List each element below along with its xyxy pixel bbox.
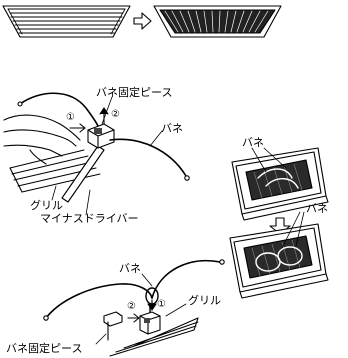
install-spring-figure <box>43 259 225 357</box>
step-one-top: ① <box>66 112 75 123</box>
step-one-bottom: ① <box>157 299 166 310</box>
leader-lines-bottom <box>95 273 187 345</box>
step-arrows-bottom <box>127 299 157 323</box>
step-two-bottom: ② <box>127 301 136 312</box>
label-spring-bottom: バネ <box>119 262 141 275</box>
label-spring-right-bottom: バネ <box>306 202 328 215</box>
hand-with-screwdriver-figure <box>3 92 190 203</box>
step-two-top: ② <box>111 109 120 120</box>
grille-with-springs-bottom <box>229 223 329 299</box>
label-spring-fixing-piece-bottom: バネ固定ピース <box>6 342 83 355</box>
label-spring-right-top: バネ <box>242 136 264 149</box>
label-flathead-screwdriver: マイナスドライバー <box>40 212 139 225</box>
label-grille-top: グリル <box>30 199 63 212</box>
grille-with-springs-top <box>231 147 329 221</box>
label-grille-bottom: グリル <box>188 294 221 307</box>
hollow-right-arrow-icon <box>133 12 152 30</box>
label-spring-fixing-piece-top: バネ固定ピース <box>96 86 173 99</box>
filter-after-figure <box>153 5 282 38</box>
filter-before-figure <box>2 5 131 38</box>
label-spring-top: バネ <box>161 122 183 135</box>
leader-lines-right <box>251 147 305 249</box>
leader-lines-left <box>51 96 163 216</box>
